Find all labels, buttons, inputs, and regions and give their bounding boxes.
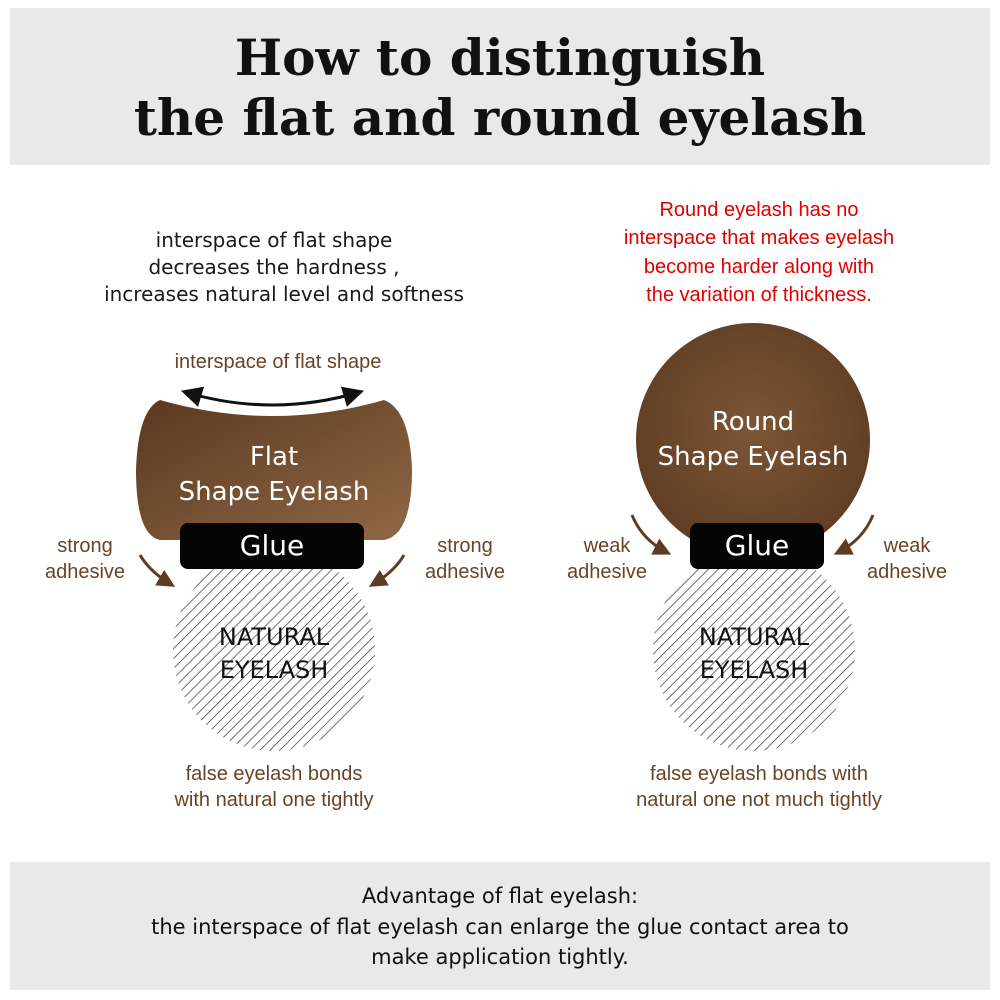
flat-shape-eyelash <box>136 400 412 540</box>
flat-left-adhesive-arrow <box>138 554 176 587</box>
round-desc-line-2: interspace that makes eyelash <box>623 227 895 249</box>
round-natural-line-2: EYELASH <box>699 656 809 684</box>
round-shape-label-line-2: Shape Eyelash <box>657 442 849 472</box>
round-shape-eyelash <box>636 323 870 557</box>
flat-left-adhesive-line-1: strong <box>57 535 113 557</box>
flat-natural-line-1: NATURAL <box>218 623 330 651</box>
flat-bond-line-1: false eyelash bonds <box>185 763 363 785</box>
flat-right-adhesive-line-1: strong <box>437 535 493 557</box>
flat-right-adhesive-line-2: adhesive <box>424 561 506 583</box>
round-left-adhesive-line-1: weak <box>583 535 631 557</box>
flat-right-adhesive-arrow <box>368 554 406 587</box>
footer-line-2: the interspace of flat eyelash can enlar… <box>151 915 849 939</box>
round-desc-line-3: become harder along with <box>643 256 875 278</box>
page-title-line-2: the flat and round eyelash <box>133 88 867 147</box>
flat-bond-line-2: with natural one tightly <box>174 789 374 811</box>
round-right-adhesive-line-1: weak <box>883 535 931 557</box>
round-shape-label-line-1: Round <box>711 407 795 437</box>
round-bond-line-2: natural one not much tightly <box>636 789 882 811</box>
page-title-line-1: How to distinguish <box>234 28 766 87</box>
flat-natural-eyelash-circle <box>173 549 375 751</box>
interspace-arrow <box>180 386 365 407</box>
round-desc-line-1: Round eyelash has no <box>659 199 859 221</box>
round-bond-line-1: false eyelash bonds with <box>650 763 868 785</box>
flat-desc-line-3: increases natural level and softness <box>104 282 464 306</box>
round-natural-eyelash-circle <box>653 549 855 751</box>
interspace-label: interspace of flat shape <box>174 351 382 373</box>
round-left-adhesive-arrow <box>630 514 672 555</box>
flat-glue-label: Glue <box>180 523 364 569</box>
flat-shape-label-line-2: Shape Eyelash <box>178 477 370 507</box>
flat-desc-line-2: decreases the hardness , <box>148 255 400 279</box>
header-panel <box>10 8 990 165</box>
flat-shape-label-line-1: Flat <box>249 442 299 472</box>
flat-left-adhesive-line-2: adhesive <box>44 561 126 583</box>
flat-desc-line-1: interspace of flat shape <box>155 228 393 252</box>
round-desc-line-4: the variation of thickness. <box>646 284 872 306</box>
footer-line-1: Advantage of flat eyelash: <box>361 884 639 908</box>
round-left-adhesive-line-2: adhesive <box>566 561 648 583</box>
footer-line-3: make application tightly. <box>371 945 629 969</box>
footer-panel <box>10 862 990 990</box>
round-right-adhesive-line-2: adhesive <box>866 561 948 583</box>
flat-natural-line-2: EYELASH <box>219 656 329 684</box>
round-glue-label: Glue <box>690 523 824 569</box>
round-natural-line-1: NATURAL <box>698 623 810 651</box>
round-right-adhesive-arrow <box>833 514 875 555</box>
